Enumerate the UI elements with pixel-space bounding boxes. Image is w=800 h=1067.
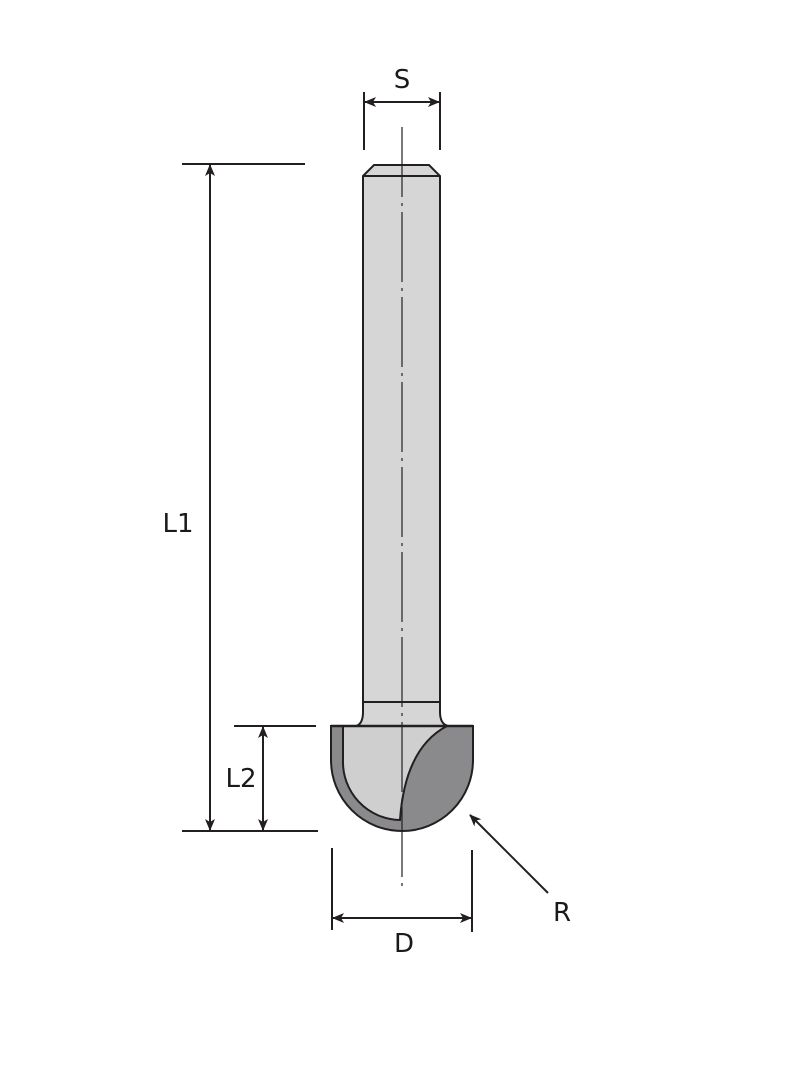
- dimension-l2: L2: [225, 725, 316, 831]
- head-flute-face: [341, 725, 448, 822]
- r-leader-line: [469, 814, 549, 894]
- d-label: D: [394, 929, 414, 959]
- dimension-s: S: [363, 65, 441, 150]
- s-label: S: [394, 65, 411, 95]
- l2-label: L2: [225, 764, 256, 794]
- r-label: R: [553, 898, 571, 928]
- dimension-d: D: [331, 848, 473, 959]
- dimension-r: R: [469, 814, 571, 928]
- dimension-l1: L1: [162, 163, 318, 832]
- l1-label: L1: [162, 509, 193, 539]
